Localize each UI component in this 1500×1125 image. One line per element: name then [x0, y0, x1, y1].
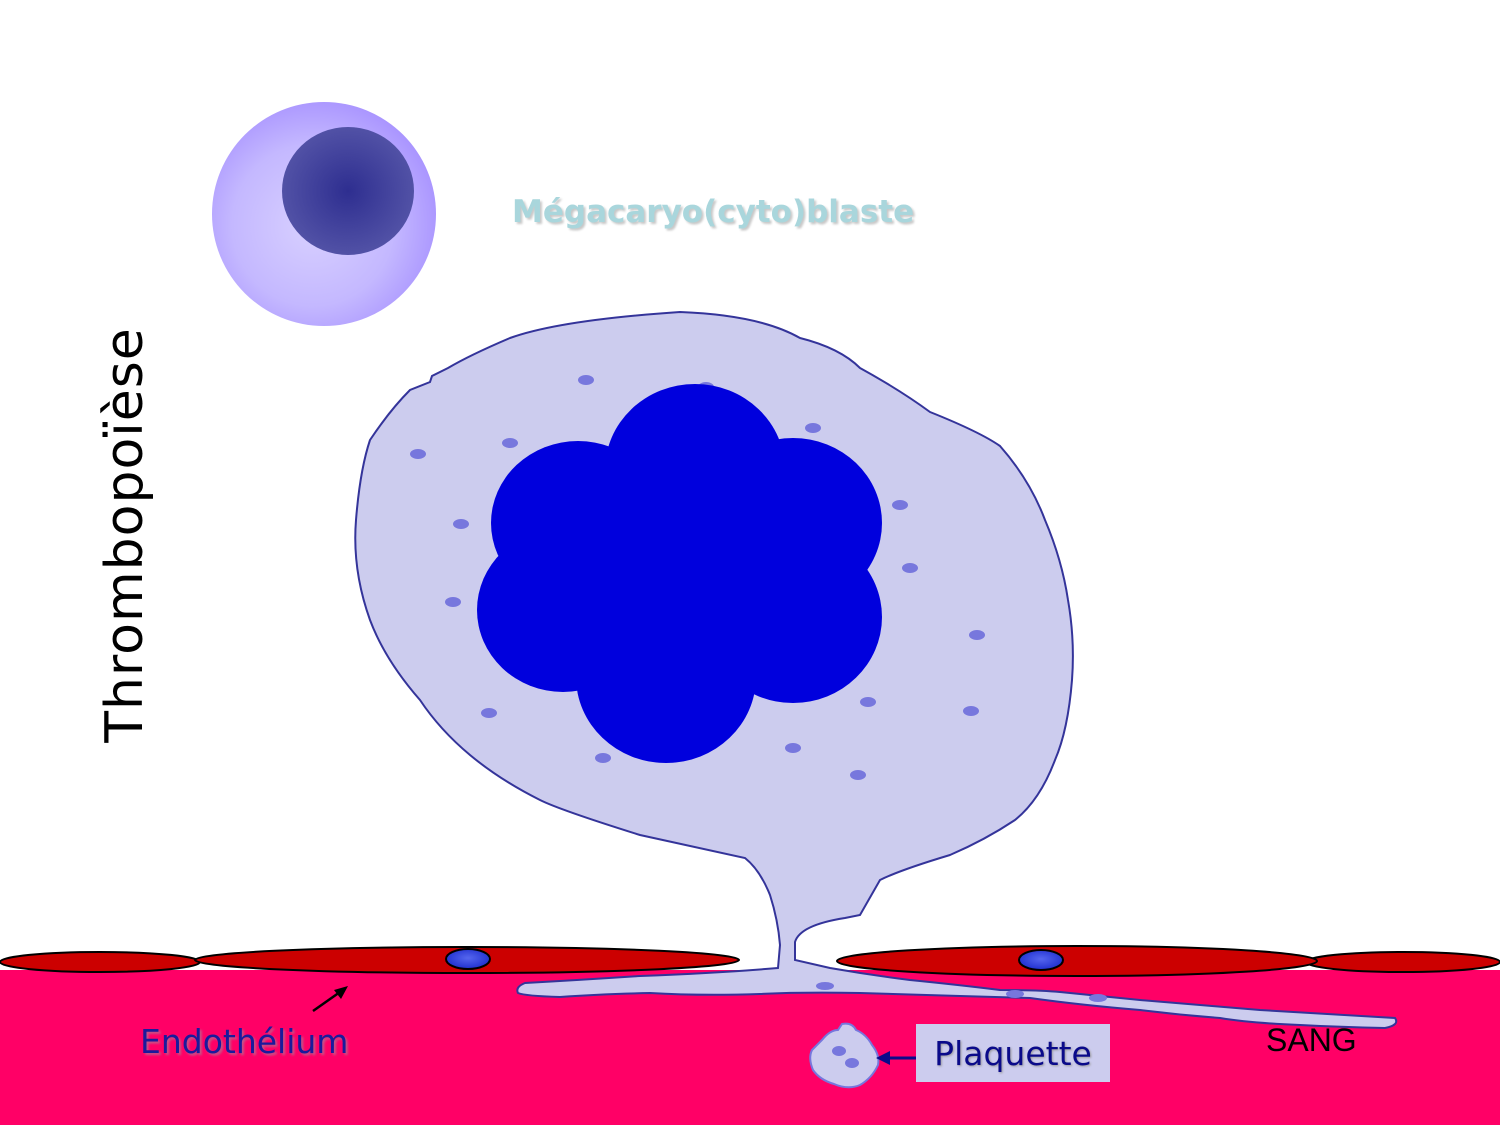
platelet: [809, 1022, 880, 1089]
endothelium-arrow: [312, 986, 348, 1013]
endothelial-nucleus: [445, 948, 491, 970]
endothelial-cell: [1305, 951, 1500, 973]
endothelial-nucleus: [1018, 949, 1064, 971]
megakaryoblast-cell: [212, 102, 436, 326]
platelet-label-text: Plaquette: [934, 1033, 1092, 1073]
megakaryoblast-nucleus: [282, 127, 414, 255]
blood-region: [0, 970, 1500, 1125]
endothelial-cell: [836, 945, 1318, 977]
megakaryoblast-label: Mégacaryo(cyto)blaste: [512, 194, 915, 230]
diagram-title: Thrombopoïèse: [0, 0, 240, 1125]
platelet-label: Plaquette: [916, 1024, 1110, 1082]
endothelium-label: Endothélium: [140, 1022, 349, 1061]
platelet-arrow: [876, 1051, 918, 1065]
blood-label: SANG: [1266, 1022, 1357, 1058]
title-text: Thrombopoïèse: [95, 327, 155, 743]
megakaryocyte-nucleus: [477, 384, 882, 763]
